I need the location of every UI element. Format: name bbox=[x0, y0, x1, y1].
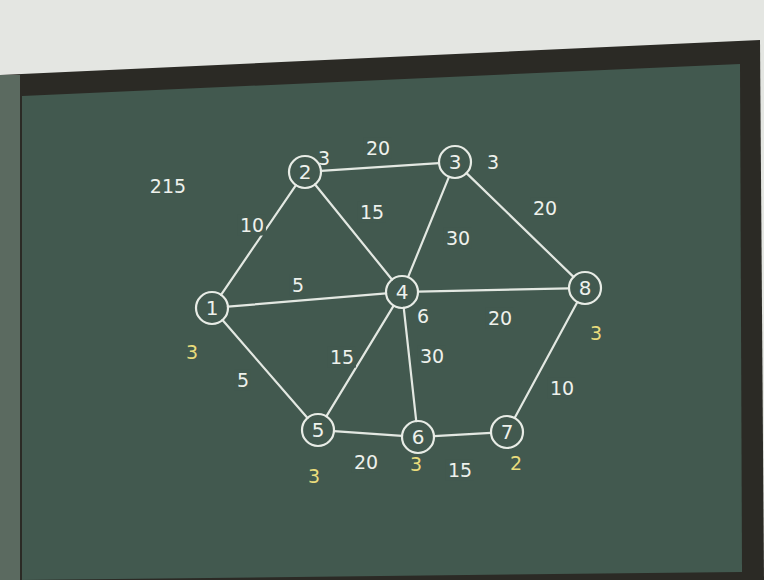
edge-weight: 15 bbox=[446, 460, 474, 481]
graph-edge bbox=[408, 177, 449, 277]
node-number: 2 bbox=[287, 154, 323, 190]
graph-edge bbox=[321, 163, 439, 171]
edge-weight: 5 bbox=[290, 275, 306, 296]
node-demand: 3 bbox=[485, 152, 501, 173]
edge-weight: 20 bbox=[364, 138, 392, 159]
graph-node: 4 bbox=[384, 274, 420, 310]
node-number: 4 bbox=[384, 274, 420, 310]
edge-weight: 10 bbox=[238, 215, 266, 236]
edge-weight: 15 bbox=[328, 347, 356, 368]
edge-weight: 20 bbox=[486, 308, 514, 329]
node-number: 5 bbox=[300, 412, 336, 448]
edge-weight: 5 bbox=[235, 370, 251, 391]
graph-edge bbox=[334, 431, 402, 436]
node-demand: 3 bbox=[184, 342, 200, 363]
node-demand: 6 bbox=[415, 306, 431, 327]
graph-node: 7 bbox=[489, 414, 525, 450]
edge-weight: 20 bbox=[352, 452, 380, 473]
graph-edge bbox=[315, 184, 392, 279]
graph-edge bbox=[466, 173, 573, 277]
board-note: 215 bbox=[148, 176, 188, 197]
node-demand: 2 bbox=[508, 453, 524, 474]
graph-node: 5 bbox=[300, 412, 336, 448]
node-number: 6 bbox=[400, 419, 436, 455]
node-number: 1 bbox=[194, 290, 230, 326]
graph-node: 1 bbox=[194, 290, 230, 326]
graph-edge bbox=[221, 185, 296, 295]
edge-weight: 20 bbox=[531, 198, 559, 219]
node-demand: 3 bbox=[316, 148, 332, 169]
node-number: 7 bbox=[489, 414, 525, 450]
graph-edge bbox=[326, 306, 393, 417]
graph-edge bbox=[228, 293, 386, 306]
graph-node: 2 bbox=[287, 154, 323, 190]
edge-weight: 15 bbox=[358, 202, 386, 223]
node-number: 3 bbox=[437, 144, 473, 180]
graph-edge bbox=[515, 302, 578, 418]
edge-weight: 10 bbox=[548, 378, 576, 399]
graph-node: 3 bbox=[437, 144, 473, 180]
node-demand: 3 bbox=[306, 466, 322, 487]
board-frame bbox=[0, 40, 764, 580]
edge-weight: 30 bbox=[418, 346, 446, 367]
board-edge bbox=[0, 75, 20, 580]
graph-edge bbox=[222, 320, 307, 418]
graph-edge bbox=[404, 308, 416, 421]
edge-weight: 30 bbox=[444, 228, 472, 249]
graph-node: 6 bbox=[400, 419, 436, 455]
node-demand: 3 bbox=[588, 323, 604, 344]
graph-edge bbox=[418, 288, 569, 291]
graph-node: 8 bbox=[567, 270, 603, 306]
board-surface bbox=[22, 64, 742, 580]
node-demand: 3 bbox=[408, 454, 424, 475]
graph-edge bbox=[434, 433, 491, 436]
node-number: 8 bbox=[567, 270, 603, 306]
